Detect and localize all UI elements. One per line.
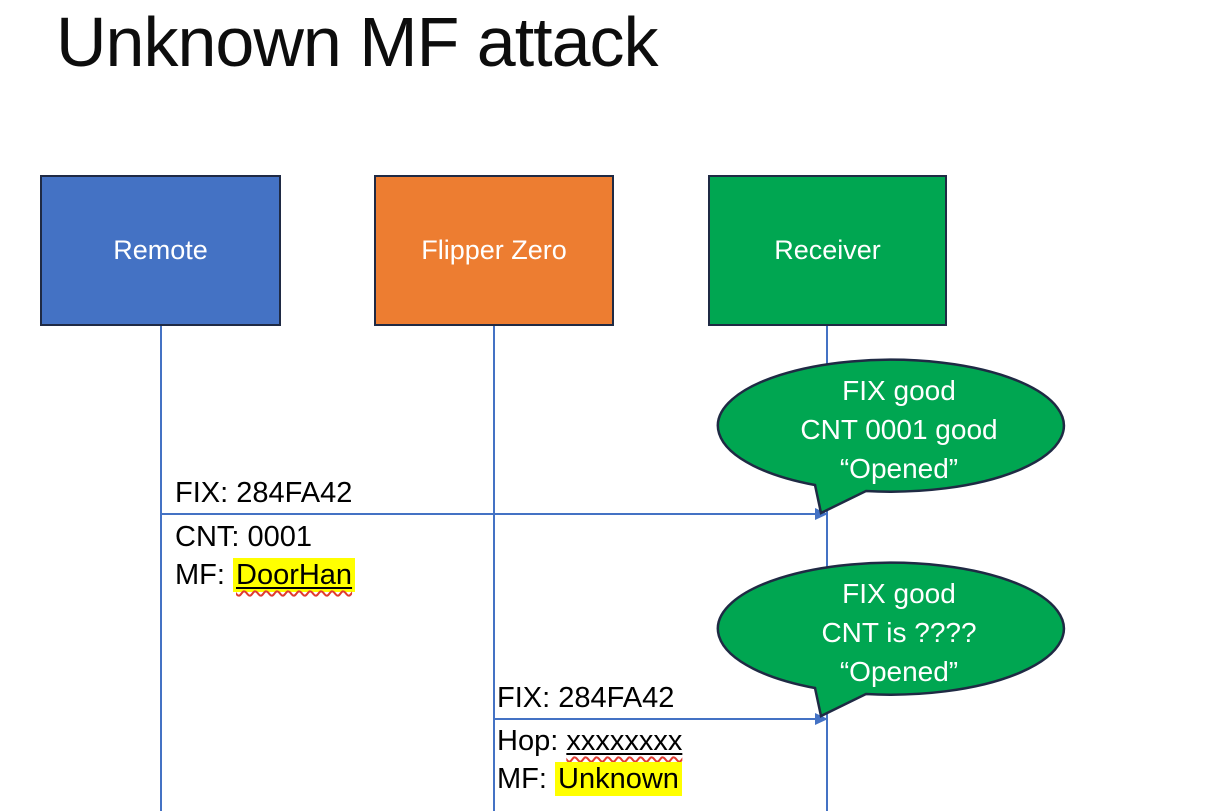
- message2-labels-below: Hop: xxxxxxxx MF: Unknown: [497, 722, 682, 798]
- bubble-line: FIX good: [842, 578, 956, 609]
- message1-label-above: FIX: 284FA42: [175, 477, 353, 509]
- arrow-shaft: [494, 718, 817, 720]
- speech-bubble-2: [716, 561, 1066, 718]
- arrow-shaft: [161, 513, 817, 515]
- bubble-line: CNT is ????: [821, 617, 977, 648]
- message-arrow-flipper-to-receiver: [494, 713, 828, 725]
- message2-mf-line: MF: Unknown: [497, 760, 682, 798]
- field-prefix: MF:: [497, 763, 555, 795]
- bubble-line: “Opened”: [839, 453, 959, 484]
- lifeline-remote: [160, 326, 162, 811]
- highlighted-value: DoorHan: [233, 558, 356, 592]
- actor-box-receiver: Receiver: [708, 175, 947, 326]
- actor-box-remote: Remote: [40, 175, 281, 326]
- spellcheck-squiggle: DoorHan: [236, 559, 352, 591]
- speech-bubble-2-text: FIX good CNT is ???? “Opened”: [725, 574, 1073, 691]
- message1-cnt-line: CNT: 0001: [175, 518, 355, 556]
- arrowhead-right-icon: [815, 713, 828, 725]
- field-value: xxxxxxxx: [566, 725, 683, 757]
- actor-label-flipper-zero: Flipper Zero: [421, 235, 567, 265]
- speech-bubble-shape: [716, 358, 1066, 515]
- message1-mf-line: MF: DoorHan: [175, 556, 356, 594]
- spellcheck-squiggle: xxxxxxxx: [566, 725, 682, 757]
- bubble-line: FIX good: [842, 375, 956, 406]
- field-value: 0001: [247, 521, 313, 553]
- field-prefix: Hop:: [497, 725, 567, 757]
- highlighted-value: Unknown: [555, 762, 682, 796]
- actor-box-flipper-zero: Flipper Zero: [374, 175, 614, 326]
- message1-labels-below: CNT: 0001 MF: DoorHan: [175, 518, 356, 594]
- actor-label-receiver: Receiver: [774, 235, 881, 265]
- slide-title: Unknown MF attack: [56, 3, 659, 81]
- field-value: DoorHan: [236, 559, 353, 591]
- actor-label-remote: Remote: [113, 235, 208, 265]
- message2-hop-line: Hop: xxxxxxxx: [497, 722, 682, 760]
- speech-bubble-shape: [716, 561, 1066, 718]
- field-prefix: MF:: [175, 559, 233, 591]
- bubble-line: CNT 0001 good: [800, 414, 998, 445]
- speech-bubble-1: [716, 358, 1066, 515]
- bubble-line: “Opened”: [839, 656, 959, 687]
- field-prefix: CNT:: [175, 521, 248, 553]
- message2-label-above: FIX: 284FA42: [497, 682, 675, 714]
- lifeline-flipper-zero: [493, 326, 495, 811]
- speech-bubble-1-text: FIX good CNT 0001 good “Opened”: [725, 371, 1073, 488]
